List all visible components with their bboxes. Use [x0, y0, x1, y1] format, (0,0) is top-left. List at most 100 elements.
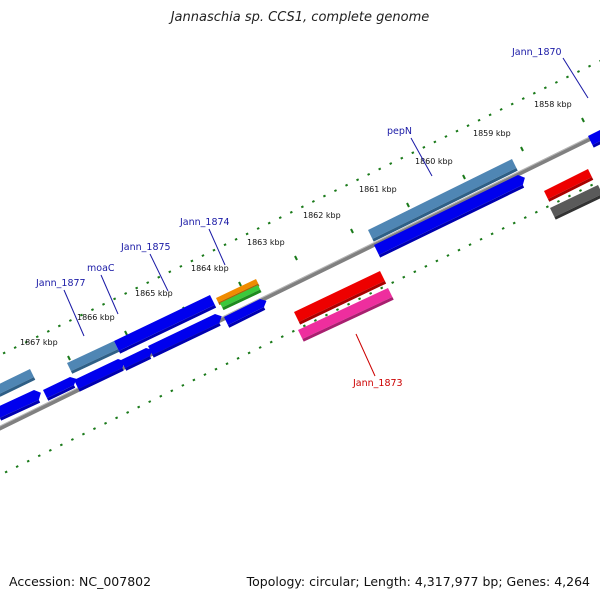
- lower-ruler-tick: [369, 291, 373, 295]
- lower-ruler-tick: [15, 465, 19, 468]
- gene-bar-red: [544, 169, 592, 200]
- lower-ruler-tick: [501, 227, 505, 230]
- upper-ruler-tick: [157, 275, 161, 279]
- lower-ruler-tick: [225, 362, 229, 366]
- major-tick: [294, 255, 298, 261]
- lower-ruler-tick: [545, 205, 549, 209]
- genome-summary-text: Topology: circular; Length: 4,317,977 bp…: [246, 574, 590, 589]
- gene-bar-red-edge: [547, 177, 594, 202]
- lower-ruler-tick: [446, 254, 450, 257]
- major-tick: [67, 355, 71, 361]
- lower-ruler-tick: [424, 264, 428, 268]
- gene-bar-steel: [67, 341, 118, 372]
- major-tick: [350, 228, 354, 234]
- upper-ruler-tick: [411, 151, 415, 155]
- lower-ruler-tick: [291, 329, 295, 333]
- lower-ruler-tick: [335, 308, 340, 312]
- upper-ruler-tick: [345, 183, 349, 187]
- kbp-label: 1866 kbp: [77, 313, 115, 322]
- gene-label-moac: moaC: [87, 263, 115, 274]
- gene-bar-cds-right: [588, 130, 600, 145]
- upper-ruler-tick: [2, 351, 6, 355]
- gene-bar-steel-left: [0, 369, 34, 394]
- lower-ruler-tick: [70, 438, 74, 441]
- major-tick: [124, 330, 128, 336]
- gene-bar-cds: [114, 295, 215, 351]
- upper-ruler-tick: [267, 221, 271, 225]
- gene-bar-cds: [148, 314, 222, 355]
- lower-ruler-tick: [126, 411, 130, 414]
- lower-ruler-tick: [556, 199, 560, 203]
- gene-bar-green: [220, 285, 261, 308]
- lower-ruler-tick: [413, 270, 417, 274]
- upper-ruler-tick: [35, 335, 39, 339]
- lower-ruler-tick: [313, 319, 317, 322]
- upper-ruler-tick: [113, 297, 117, 301]
- kbp-label: 1859 kbp: [473, 129, 511, 138]
- lower-ruler-tick: [269, 340, 273, 344]
- gene-bar-grey-edge: [554, 195, 600, 220]
- upper-ruler-tick: [289, 210, 293, 214]
- gene-bar-cds-edge: [124, 356, 152, 371]
- lower-ruler-tick: [567, 194, 571, 198]
- upper-ruler-tick: [256, 227, 260, 230]
- lower-ruler-tick: [512, 221, 516, 225]
- upper-ruler-tick: [510, 102, 514, 106]
- gene-bar-cds: [43, 377, 77, 399]
- gene-bar-pink-edge: [302, 296, 394, 342]
- upper-ruler-tick: [24, 340, 28, 344]
- lower-ruler-tick: [137, 405, 141, 409]
- lower-ruler-tick: [534, 210, 538, 214]
- gene-label-jann-1877: Jann_1877: [35, 278, 86, 289]
- upper-ruler-tick: [322, 194, 326, 198]
- upper-ruler-tick: [333, 189, 338, 193]
- upper-ruler-tick: [444, 135, 448, 138]
- upper-ruler-tick: [245, 232, 249, 236]
- backbone-line: [0, 131, 600, 431]
- gene-bar-steel-edge: [70, 349, 120, 374]
- lower-ruler-tick: [4, 470, 8, 474]
- gene-label-jann-1873: Jann_1873: [352, 378, 403, 389]
- upper-ruler-tick: [356, 178, 360, 182]
- kbp-label: 1860 kbp: [415, 157, 453, 166]
- kbp-label: 1865 kbp: [135, 289, 173, 298]
- lower-ruler-tick: [468, 243, 472, 247]
- accession-text: Accession: NC_007802: [9, 574, 152, 589]
- gene-bar-cds-edge: [46, 385, 76, 401]
- upper-ruler-tick: [124, 292, 128, 295]
- gene-bar-cds-left-edge: [0, 399, 41, 421]
- gene-bar-orange: [216, 279, 259, 303]
- upper-ruler-tick: [499, 108, 503, 111]
- gene-bar-cds: [224, 299, 267, 326]
- upper-ruler-tick: [223, 243, 227, 247]
- lower-ruler-tick: [181, 383, 185, 387]
- lower-ruler-tick: [170, 389, 174, 393]
- upper-ruler-tick: [135, 286, 139, 290]
- lower-ruler-tick: [214, 367, 218, 371]
- lower-ruler-tick: [280, 335, 284, 339]
- upper-ruler-tick: [13, 346, 17, 349]
- gene-label-jann-1870: Jann_1870: [511, 47, 562, 58]
- gene-leader-line: [100, 274, 119, 315]
- lower-ruler-tick: [435, 259, 439, 263]
- gene-leader-line: [208, 228, 226, 266]
- gene-leader-line: [63, 289, 85, 337]
- lower-ruler-tick: [479, 237, 483, 241]
- lower-ruler-tick: [380, 286, 384, 290]
- upper-ruler-tick: [367, 172, 371, 176]
- lower-ruler-tick: [590, 183, 594, 187]
- upper-ruler-tick: [212, 248, 216, 252]
- upper-ruler-tick: [179, 264, 183, 268]
- lower-ruler-tick: [92, 427, 97, 431]
- upper-ruler-tick: [576, 70, 581, 73]
- upper-ruler-tick: [378, 167, 382, 171]
- lower-ruler-tick: [37, 454, 41, 458]
- major-tick: [462, 174, 466, 180]
- kbp-label: 1863 kbp: [247, 238, 285, 247]
- lower-ruler-tick: [115, 416, 119, 420]
- lower-ruler-tick: [192, 378, 196, 382]
- lower-ruler-tick: [391, 281, 395, 284]
- upper-ruler-tick: [311, 200, 315, 203]
- gene-bar-cds-edge: [118, 304, 217, 354]
- gene-label-pepn: pepN: [387, 126, 412, 137]
